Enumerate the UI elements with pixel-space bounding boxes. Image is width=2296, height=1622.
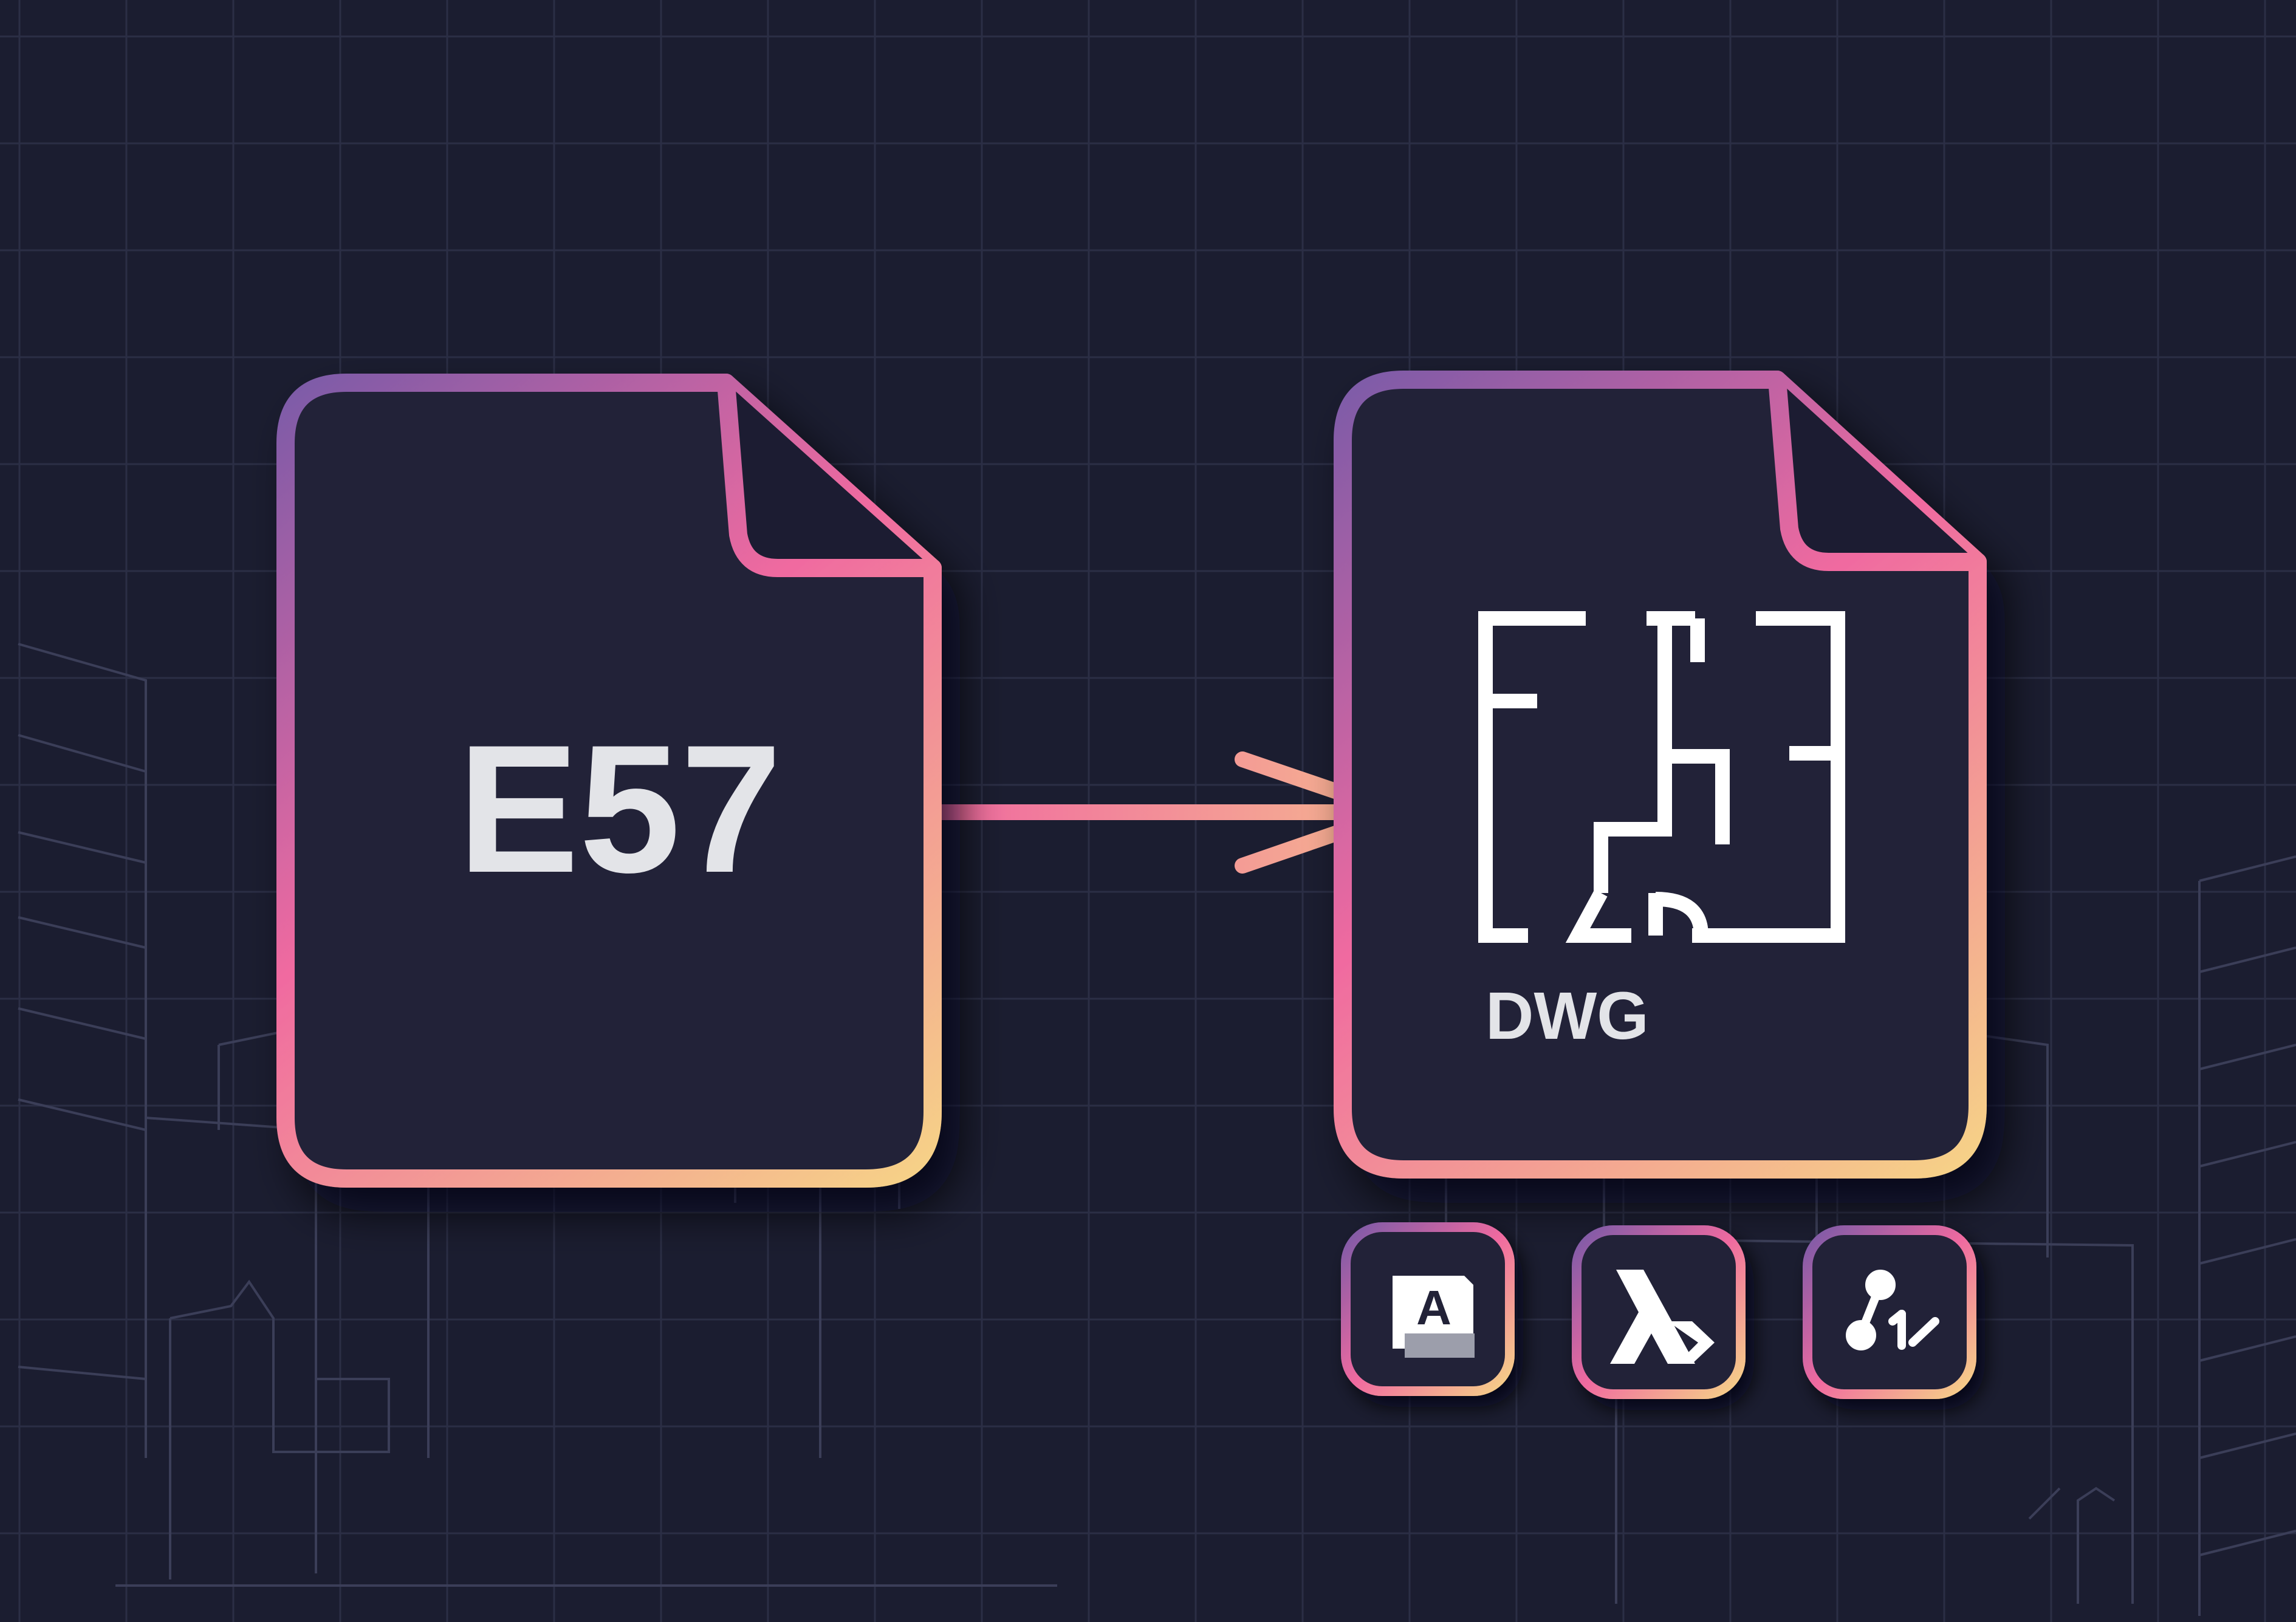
e57-file-label: E57 bbox=[457, 707, 782, 911]
autocad-glyph: A bbox=[1416, 1281, 1451, 1335]
bricscad-app-icon bbox=[1572, 1225, 1746, 1399]
dwg-file-label: DWG bbox=[1486, 979, 1649, 1053]
draftsight-app-icon bbox=[1803, 1225, 1976, 1399]
floor-plan-icon bbox=[1478, 611, 1845, 943]
autocad-app-icon: A bbox=[1341, 1222, 1515, 1396]
conversion-arrow bbox=[931, 751, 1405, 874]
e57-file-icon bbox=[276, 374, 942, 1188]
